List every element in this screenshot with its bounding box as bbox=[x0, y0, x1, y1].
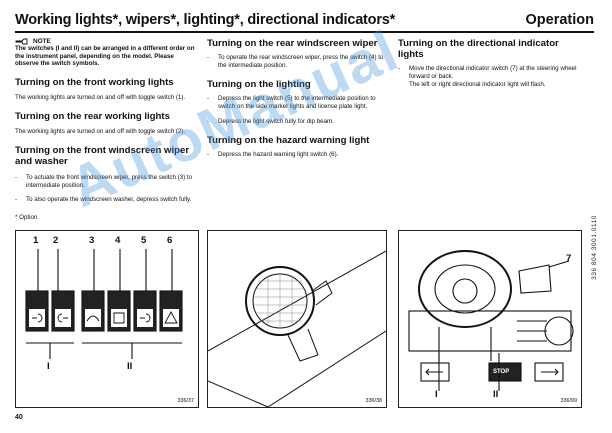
list-item: - Move the directional indicator switch … bbox=[398, 65, 586, 89]
working-light-drawing bbox=[207, 250, 387, 408]
bullet: - bbox=[15, 173, 18, 181]
bullet: - bbox=[207, 151, 210, 158]
list-item: - Depress the light switch (5) to the in… bbox=[207, 95, 385, 111]
figure-dashboard: 7 I II STOP 336/99 bbox=[398, 230, 582, 408]
list-item: - Depress the light switch fully for dip… bbox=[207, 118, 385, 126]
group-i-label: I bbox=[47, 361, 50, 372]
figure-code: 336/37 bbox=[177, 398, 195, 404]
note-label: NOTE bbox=[33, 38, 51, 45]
callout-1: 1 bbox=[33, 235, 39, 246]
column-3: Turning on the directional indicator lig… bbox=[398, 38, 586, 89]
callout-4: 4 bbox=[115, 235, 121, 246]
lighting-heading: Turning on the lighting bbox=[207, 79, 311, 90]
rear-working-lights-heading: Turning on the rear working lights bbox=[15, 110, 170, 122]
note-header: NOTE bbox=[15, 38, 195, 45]
list-item-text: Depress the light switch (5) to the inte… bbox=[218, 95, 376, 110]
list-item-text: Move the directional indicator switch (7… bbox=[409, 65, 577, 80]
dashboard-drawing bbox=[408, 250, 574, 391]
figure-switches: 1 2 3 4 5 6 I II 336/37 bbox=[15, 230, 199, 408]
bullet: - bbox=[398, 65, 401, 72]
page-number: 40 bbox=[15, 414, 23, 421]
list-item: - To also operate the windscreen washer,… bbox=[15, 196, 195, 204]
callout-3: 3 bbox=[89, 235, 95, 246]
list-item-text: To actuate the front windscreen wiper, p… bbox=[26, 173, 193, 189]
list-item: - Depress the hazard warning light switc… bbox=[207, 151, 385, 159]
group-i-label: I bbox=[435, 389, 438, 400]
header-rule bbox=[15, 31, 594, 33]
bullet: - bbox=[207, 54, 210, 61]
figure-working-light: 336/38 bbox=[207, 230, 387, 408]
list-item: - To operate the rear windscreen wiper, … bbox=[207, 54, 385, 70]
note-text: The switches (I and II) can be arranged … bbox=[15, 45, 195, 68]
pointing-hand-icon bbox=[15, 38, 28, 45]
figure-code: 336/38 bbox=[365, 398, 383, 404]
front-working-lights-text: The working lights are turned on and off… bbox=[15, 93, 186, 101]
list-item-text: To also operate the windscreen washer, d… bbox=[26, 195, 192, 203]
footnote: * Option bbox=[15, 214, 38, 221]
group-ii-label: II bbox=[493, 389, 499, 400]
section-title: Operation bbox=[525, 12, 594, 28]
callout-7: 7 bbox=[566, 253, 572, 264]
front-wiper-heading: Turning on the front windscreen wiper an… bbox=[15, 144, 190, 167]
stop-label: STOP bbox=[493, 369, 510, 375]
page-title: Working lights*, wipers*, lighting*, dir… bbox=[15, 12, 396, 28]
bullet: - bbox=[15, 195, 18, 203]
column-1: NOTE The switches (I and II) can be arra… bbox=[15, 38, 195, 204]
callout-5: 5 bbox=[141, 235, 147, 246]
rear-working-lights-text: The working lights are turned on and off… bbox=[15, 127, 186, 135]
figure-code: 336/99 bbox=[560, 398, 578, 404]
document-code: 336 804 3001.0110 bbox=[591, 215, 598, 280]
bullet: - bbox=[207, 95, 210, 102]
list-item: - To actuate the front windscreen wiper,… bbox=[15, 174, 195, 190]
list-item-subtext: The left or right directional indicator … bbox=[409, 81, 546, 88]
list-item-text: Depress the light switch fully for dip b… bbox=[218, 118, 334, 125]
rear-wiper-heading: Turning on the rear windscreen wiper bbox=[207, 38, 378, 49]
callout-2: 2 bbox=[53, 235, 59, 246]
switch-panel-drawing bbox=[25, 249, 183, 359]
group-ii-label: II bbox=[127, 361, 133, 372]
hazard-heading: Turning on the hazard warning light bbox=[207, 135, 370, 146]
column-2: Turning on the rear windscreen wiper - T… bbox=[207, 38, 385, 159]
indicator-heading: Turning on the directional indicator lig… bbox=[398, 38, 559, 60]
front-working-lights-heading: Turning on the front working lights bbox=[15, 76, 174, 88]
callout-6: 6 bbox=[167, 235, 173, 246]
bullet: - bbox=[207, 118, 210, 125]
list-item-text: To operate the rear windscreen wiper, pr… bbox=[218, 54, 384, 69]
list-item-text: Depress the hazard warning light switch … bbox=[218, 151, 339, 158]
